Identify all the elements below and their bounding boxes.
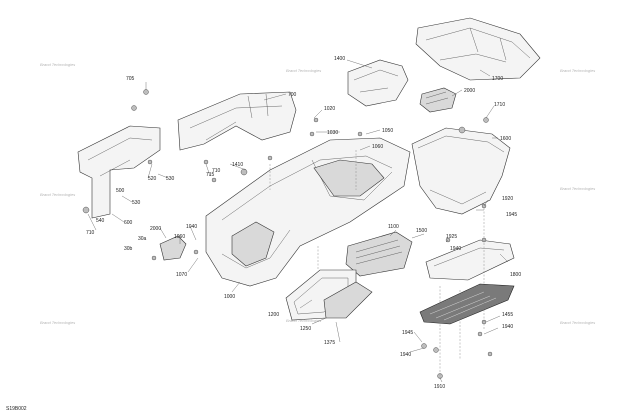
callout-2000b: 2000 — [150, 226, 161, 232]
callout-1945: 1945 — [506, 212, 517, 218]
callout-1060b: 1060 — [174, 234, 185, 240]
callout-1000: 1000 — [224, 294, 235, 300]
callout-710: 710 — [212, 168, 221, 174]
callout-520: 520 — [148, 176, 157, 182]
part-1000-body — [205, 137, 411, 287]
callout-1940: 1940 — [450, 246, 461, 252]
watermark: Brand Technologies — [40, 320, 75, 325]
callout-1500: 1500 — [416, 228, 427, 234]
callout-1410: 1410 — [232, 162, 243, 168]
watermark: Brand Technologies — [560, 186, 595, 191]
watermark: Brand Technologies — [286, 318, 321, 323]
callout-30b: 30b — [124, 246, 133, 252]
callout-1800: 1800 — [510, 272, 521, 278]
watermark: Brand Technologies — [40, 62, 75, 67]
part-600-bracket — [77, 125, 161, 219]
callout-1400: 1400 — [334, 56, 345, 62]
callout-700: 700 — [288, 92, 297, 98]
callout-530: 530 — [166, 176, 175, 182]
callout-1925: 1925 — [446, 234, 457, 240]
callout-1375: 1375 — [324, 340, 335, 346]
callout-1710: 1710 — [494, 102, 505, 108]
callout-30a: 30a — [138, 236, 147, 242]
callout-1910: 1910 — [434, 384, 445, 390]
diagram-reference-code: S19B002 — [6, 406, 27, 412]
callout-1020: 1020 — [324, 106, 335, 112]
watermark: Brand Technologies — [40, 192, 75, 197]
part-2000-assembly — [419, 87, 457, 113]
callout-715: 715 — [206, 172, 215, 178]
callout-1700: 1700 — [492, 76, 503, 82]
watermark: Brand Technologies — [560, 68, 595, 73]
leader-lines — [87, 59, 509, 383]
callout-1040: 1040 — [186, 224, 197, 230]
assembly-axes — [269, 150, 485, 378]
callout-1050: 1050 — [382, 128, 393, 134]
callout-1940b: 1940 — [400, 352, 411, 358]
part-1700-cover — [415, 17, 541, 81]
callout-1945b: 1945 — [402, 330, 413, 336]
callout-540: 540 — [96, 218, 105, 224]
part-1400-cover — [347, 59, 409, 107]
part-2000-left-assembly — [159, 235, 187, 261]
hardware-group — [82, 89, 493, 379]
callout-1060: 1060 — [372, 144, 383, 150]
callout-1455: 1455 — [502, 312, 513, 318]
callout-labels: 705 700 1020 1030 1400 2000 1700 1050 10… — [86, 56, 521, 390]
callout-1940c: 1940 — [502, 324, 513, 330]
part-1455-rack — [419, 283, 515, 325]
part-1600-bin — [411, 127, 511, 215]
callout-2000: 2000 — [464, 88, 475, 94]
part-1800-tray — [425, 239, 515, 281]
callout-1100: 1100 — [388, 224, 399, 230]
callout-710b: 710 — [86, 230, 95, 236]
part-1100-grille — [345, 231, 413, 277]
callout-600: 600 — [124, 220, 133, 226]
callout-1030: 1030 — [327, 130, 338, 136]
watermark: Brand Technologies — [560, 320, 595, 325]
callout-1920: 1920 — [502, 196, 513, 202]
watermark: Brand Technologies — [286, 68, 321, 73]
callout-1250: 1250 — [300, 326, 311, 332]
part-1200-frame — [285, 269, 373, 321]
callout-705: 705 — [126, 76, 135, 82]
callout-1200: 1200 — [268, 312, 279, 318]
part-700-frame — [177, 91, 297, 151]
callout-530b: 530 — [132, 200, 141, 206]
callout-1070: 1070 — [176, 272, 187, 278]
callout-1600: 1600 — [500, 136, 511, 142]
callout-500: 500 — [116, 188, 125, 194]
